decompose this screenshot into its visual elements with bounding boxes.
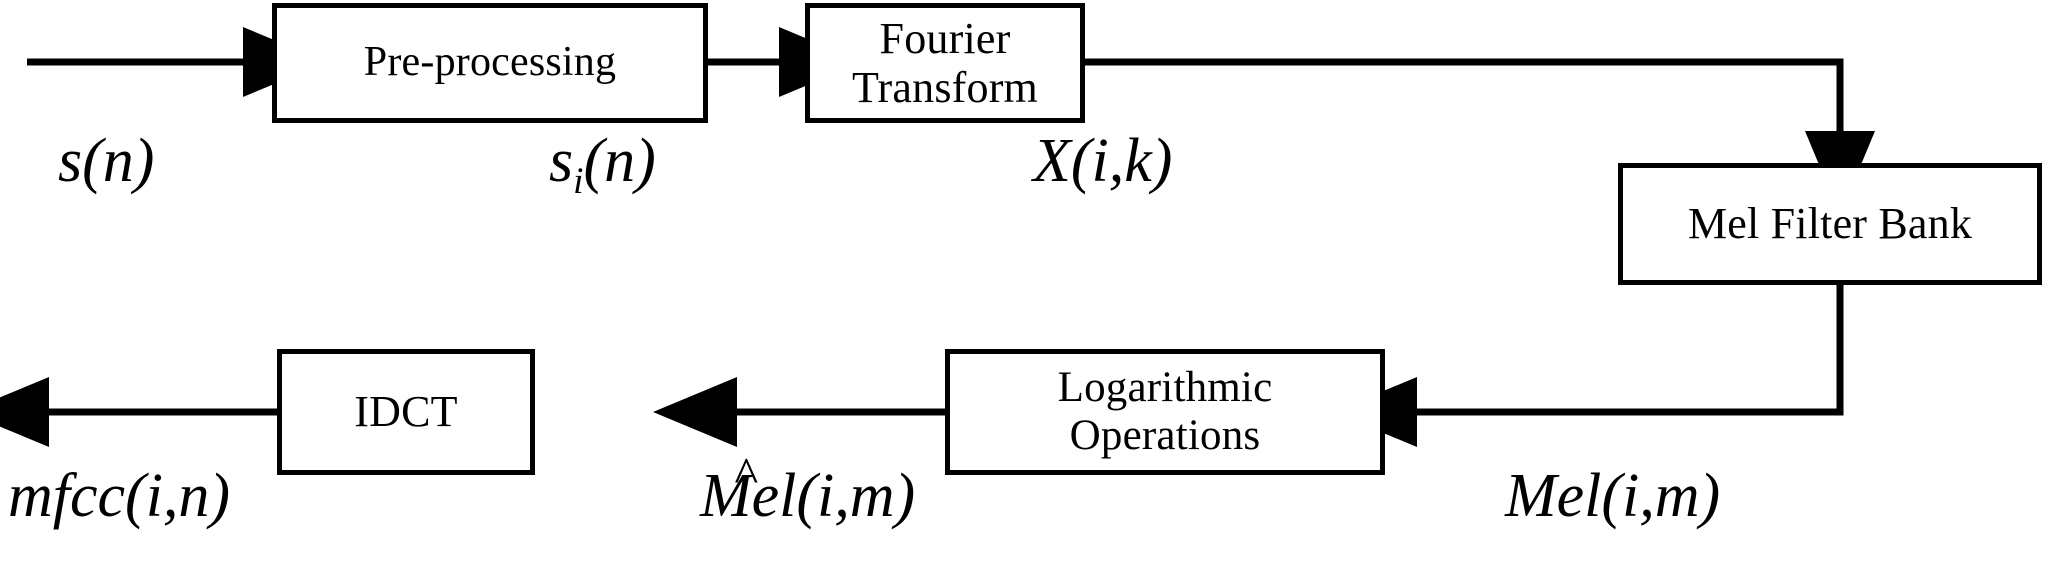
signal-label-mel-i-m: Mel(i,m) (1505, 465, 1720, 527)
hat-accent-icon: ^ (734, 446, 759, 503)
signal-s-i-n-subscript: i (573, 160, 584, 202)
node-idct-label: IDCT (354, 387, 458, 437)
edge-fourier-to-melfilterbank (1085, 58, 1875, 215)
node-logarithmic-operations-label-line1: Logarithmic (1057, 363, 1273, 411)
node-pre-processing[interactable]: Pre-processing (272, 3, 708, 123)
signal-label-mel-hat-i-m: ^Mel(i,m) (700, 449, 916, 530)
signal-s-n-base: s (58, 127, 83, 195)
signal-mel-hat-base: Mel (700, 462, 797, 530)
signal-label-x-i-k: X(i,k) (1033, 130, 1172, 192)
node-fourier-transform[interactable]: Fourier Transform (805, 3, 1085, 123)
node-idct[interactable]: IDCT (277, 349, 535, 475)
node-pre-processing-label: Pre-processing (363, 39, 617, 86)
signal-s-n-args: (n) (82, 127, 155, 195)
signal-label-mfcc-i-n: mfcc(i,n) (8, 465, 230, 527)
signal-s-i-n-args: (n) (583, 127, 656, 195)
signal-mfcc-i-n-base: mfcc (8, 462, 126, 530)
signal-mfcc-i-n-args: (i,n) (125, 462, 231, 530)
signal-mel-hat-args: (i,m) (796, 462, 916, 530)
node-mel-filter-bank-label: Mel Filter Bank (1687, 199, 1973, 249)
signal-mel-hat-base-wrap: ^Mel (700, 449, 797, 530)
signal-x-i-k-base: X (1033, 127, 1071, 195)
edge-melfilterbank-to-logarithmic (1333, 285, 1844, 447)
node-fourier-transform-label: Fourier Transform (852, 13, 1038, 112)
signal-mel-i-m-args: (i,m) (1601, 462, 1721, 530)
signal-mel-i-m-base: Mel (1505, 462, 1602, 530)
node-mel-filter-bank[interactable]: Mel Filter Bank (1618, 163, 2042, 285)
signal-s-i-n-base: s (549, 127, 574, 195)
signal-x-i-k-args: (i,k) (1070, 127, 1173, 195)
signal-label-s-n: s(n) (58, 130, 154, 192)
node-logarithmic-operations[interactable]: Logarithmic Operations (945, 349, 1385, 475)
signal-label-s-i-n: si(n) (549, 130, 656, 200)
node-logarithmic-operations-label-line2: Operations (1069, 412, 1261, 459)
